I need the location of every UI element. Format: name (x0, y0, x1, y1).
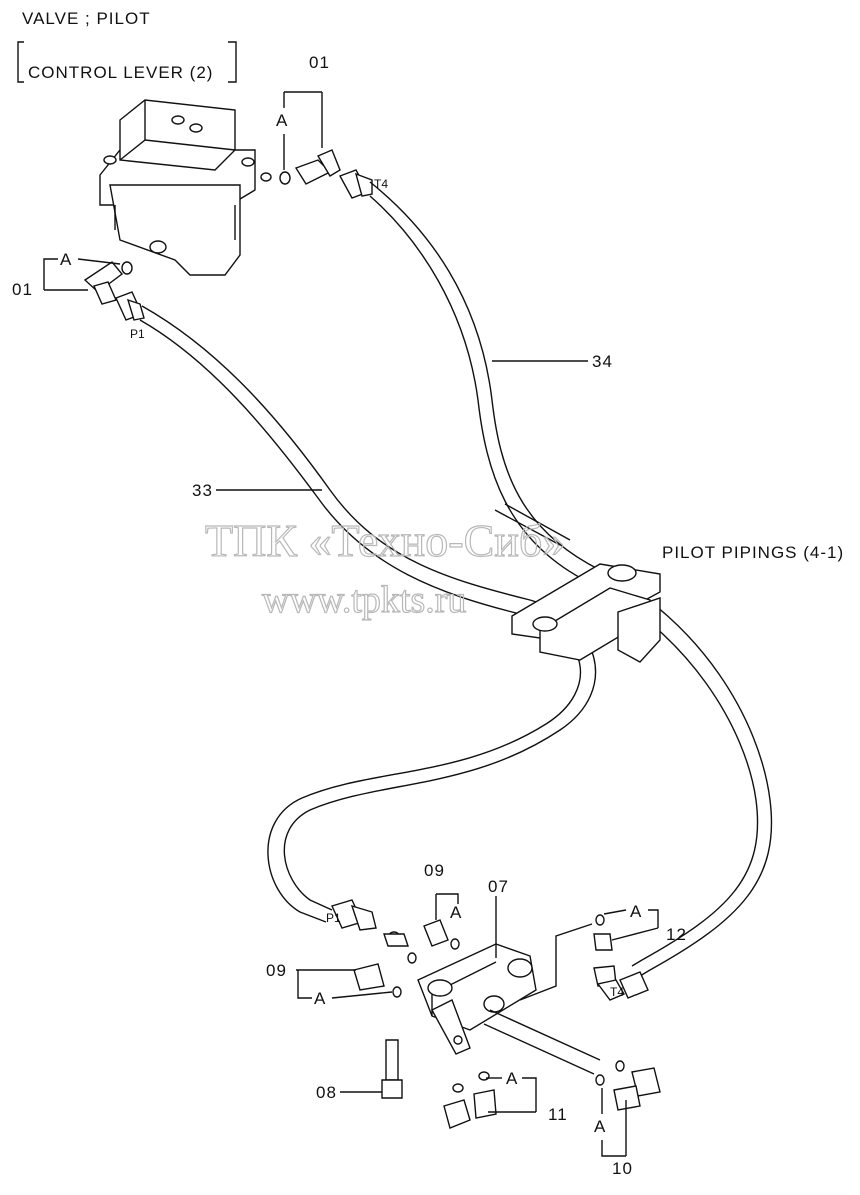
a-left-leader (77, 258, 121, 265)
pipe-to-10 (483, 1009, 601, 1075)
hose-clamp-bracket (494, 503, 661, 663)
callout-33: 33 (192, 481, 213, 500)
callout-01-top-leader (283, 91, 323, 148)
header-bracket-left (17, 41, 24, 83)
elbow-fitting-left (83, 261, 133, 305)
callout-34: 34 (592, 352, 613, 371)
header-title: VALVE ; PILOT (22, 9, 151, 28)
callout-09-top-leader (435, 893, 459, 920)
a-09-left-leader (331, 991, 393, 999)
callout-01-top: 01 (309, 53, 330, 72)
callout-09-top: 09 (424, 861, 445, 880)
elbow-fittings-11 (443, 1071, 497, 1129)
hose-end-fitting-t4 (338, 169, 373, 199)
adapter-fitting-09-top (407, 919, 460, 964)
hose-end-fitting-p1 (115, 291, 145, 321)
adapter-fitting-09-left (353, 963, 402, 998)
watermark-line2: www.tpkts.ru (262, 579, 466, 621)
sub-label-a-10: A (594, 1117, 606, 1136)
callout-11: 11 (548, 1105, 568, 1124)
sub-label-a-09-left: A (314, 989, 326, 1008)
callout-01-left: 01 (12, 280, 33, 299)
sub-label-a-top: A (276, 111, 288, 130)
section-label: PILOT PIPINGS (4-1) (662, 543, 844, 562)
adapter-fittings-10 (595, 1060, 661, 1111)
bolt-08 (381, 1039, 403, 1099)
callout-12-leader (611, 909, 659, 941)
watermark-line1: ТПК «Техно-Сиб» (205, 515, 565, 566)
callout-11-leader (488, 1077, 537, 1113)
a-12-leader (603, 909, 627, 915)
header-subtitle: CONTROL LEVER (2) (28, 63, 213, 82)
callout-07: 07 (488, 877, 509, 896)
sub-label-a-left: A (60, 250, 72, 269)
port-label-t4-top: T4 (374, 177, 388, 191)
valve-block-07 (417, 943, 537, 1055)
sub-label-a-12: A (630, 902, 642, 921)
hose-end-fitting-t4-bottom (619, 971, 649, 999)
port-label-p1-bottom: P1 (326, 911, 341, 925)
callout-01-left-leader (43, 258, 88, 291)
elbow-fitting-top (279, 149, 341, 185)
callout-12: 12 (666, 925, 687, 944)
header-bracket-right (228, 41, 237, 83)
callout-10-leader (601, 1100, 627, 1157)
adapter-fittings-12 (593, 914, 625, 1001)
port-label-t4-bottom: T4 (610, 985, 624, 999)
callout-09-left: 09 (266, 961, 287, 980)
port-label-p1-top: P1 (130, 327, 145, 341)
callout-09-left-leader (296, 969, 356, 999)
sub-label-a-11: A (506, 1069, 518, 1088)
pilot-valve-body (99, 99, 272, 276)
pipe-to-12 (519, 923, 593, 1001)
hose-end-fitting-p1-bottom (331, 899, 409, 947)
callout-08: 08 (316, 1083, 337, 1102)
callout-10: 10 (612, 1159, 633, 1178)
sub-label-a-09-top: A (450, 903, 462, 922)
